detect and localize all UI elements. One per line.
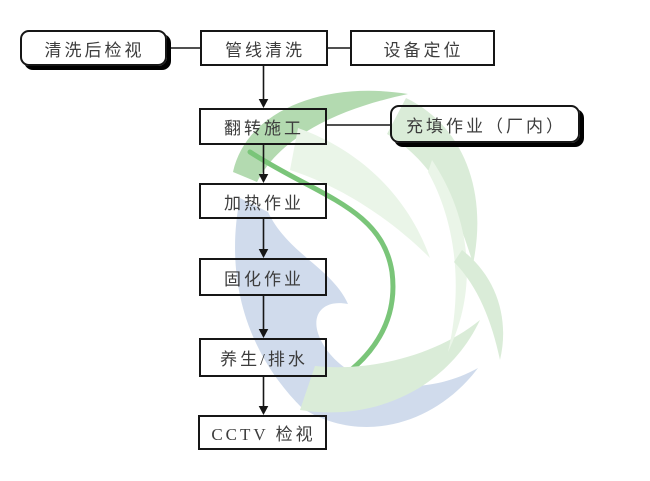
node-heating-operation-label: 加热作业 <box>224 193 304 213</box>
node-curing-operation: 固化作业 <box>199 258 327 296</box>
node-curing-operation-label: 固化作业 <box>224 269 304 289</box>
arrowhead-to-drainage <box>258 329 269 338</box>
node-inversion-construction-label: 翻转施工 <box>224 119 304 138</box>
node-cctv-inspection: CCTV 检视 <box>198 415 327 450</box>
node-pipeline-cleaning: 管线清洗 <box>200 30 328 66</box>
node-equipment-positioning: 设备定位 <box>350 30 495 66</box>
node-post-cleaning-inspection: 清洗后检视 <box>20 30 167 66</box>
watermark-blue-wave <box>235 198 478 427</box>
node-curing-drainage: 养生/排水 <box>199 338 327 377</box>
node-equipment-positioning-label: 设备定位 <box>383 40 464 60</box>
arrowhead-to-curing <box>258 249 269 258</box>
watermark-arc-right <box>428 160 467 352</box>
watermark-leaf-center <box>290 128 430 258</box>
watermark-leaf-upper-right <box>387 98 478 264</box>
arrowhead-to-cctv <box>258 406 269 415</box>
arrowhead-to-inversion <box>258 99 269 108</box>
node-cctv-inspection-label: CCTV 检视 <box>211 425 316 444</box>
node-filling-operation-label: 充填作业（厂内） <box>406 116 566 136</box>
node-filling-operation: 充填作业（厂内） <box>390 105 580 143</box>
arrowhead-to-heating <box>258 174 269 183</box>
node-heating-operation: 加热作业 <box>199 183 327 219</box>
node-curing-drainage-label: 养生/排水 <box>220 350 308 369</box>
watermark-leaf-bottom <box>300 320 480 413</box>
node-post-cleaning-inspection-label: 清洗后检视 <box>44 40 145 60</box>
node-pipeline-cleaning-label: 管线清洗 <box>225 40 305 60</box>
node-inversion-construction: 翻转施工 <box>199 108 327 145</box>
watermark-blade-right <box>454 250 504 360</box>
